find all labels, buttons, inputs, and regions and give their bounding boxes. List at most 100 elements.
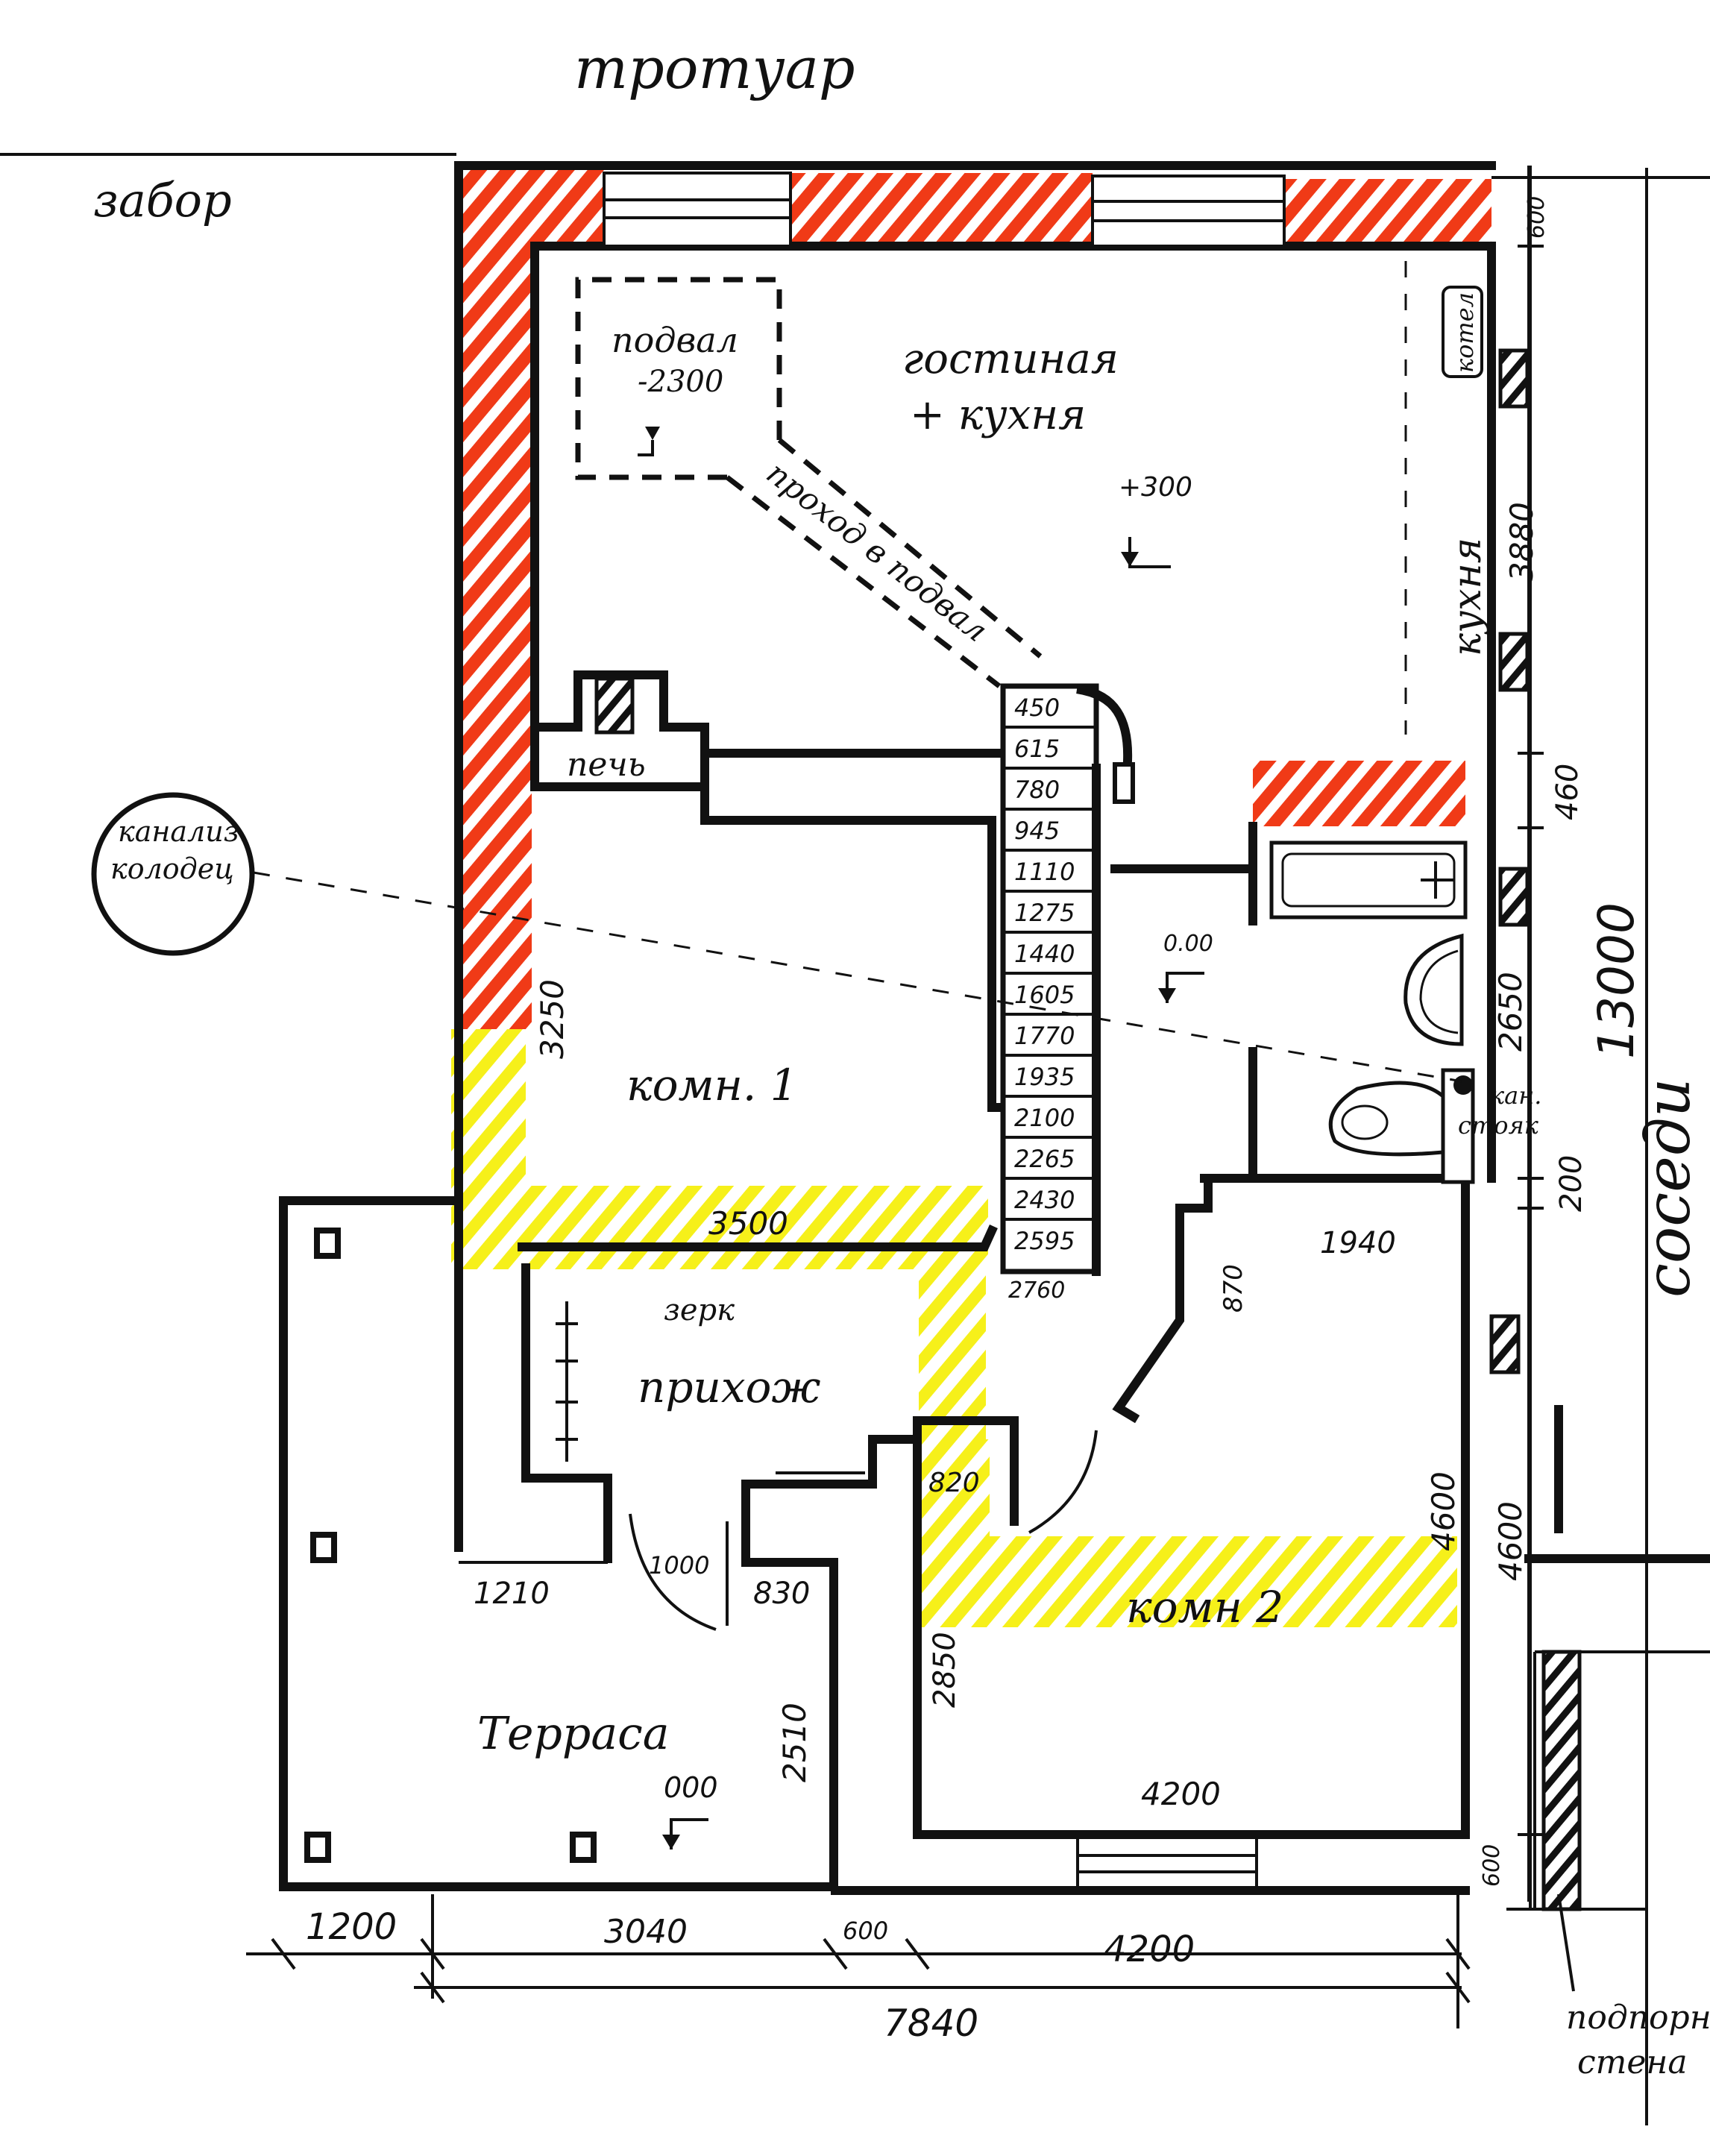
- cellar: [575, 277, 1043, 688]
- level-marker-icon: [1121, 537, 1171, 568]
- column-icon: [310, 1532, 337, 1563]
- dimension-lines: [246, 166, 1575, 2028]
- terrace-label: Терраса: [477, 1708, 670, 1760]
- level-living: +300: [1119, 472, 1192, 503]
- column-icon: [570, 1832, 597, 1863]
- stair-mark: 1110: [1014, 858, 1075, 886]
- boiler-label: котел: [1450, 292, 1479, 373]
- bathtub-icon: [1269, 840, 1468, 920]
- side-window-4: [1489, 1314, 1521, 1374]
- riser-label-2: стояк: [1458, 1111, 1539, 1140]
- dim-room2-side: 4600: [1492, 1501, 1529, 1581]
- retaining-label-2: стена: [1577, 2043, 1688, 2081]
- room2-label: комн 2: [1126, 1582, 1283, 1632]
- level-marker-icon: [1158, 972, 1204, 1003]
- stair-mark: 1605: [1014, 981, 1075, 1009]
- stair-mark: 2595: [1014, 1227, 1075, 1255]
- cellar-label: подвал: [612, 320, 738, 360]
- hall-label: прихож: [638, 1362, 820, 1412]
- level-marker-icon: [662, 1818, 708, 1849]
- stair-mark: 450: [1014, 694, 1060, 722]
- window-top-2: [1091, 175, 1286, 248]
- dim-overall-width: 7840: [884, 2002, 978, 2045]
- window-bottom: [1076, 1833, 1258, 1892]
- neighbors-label: соседи: [1633, 1078, 1704, 1298]
- level-terrace: 000: [664, 1771, 718, 1804]
- dim-room1-width: 3500: [708, 1205, 788, 1242]
- stair-mark: 2430: [1014, 1186, 1075, 1214]
- stair-mark: 945: [1014, 817, 1060, 845]
- dim-gap: 200: [1554, 1155, 1588, 1212]
- dim-bath: 2650: [1492, 972, 1529, 1052]
- stair-mark: 1440: [1014, 940, 1075, 968]
- dim-top-wall: 600: [1524, 196, 1550, 239]
- dim-terrace-right: 830: [753, 1577, 810, 1611]
- brick-wall-top-3: [1284, 179, 1491, 246]
- stove-label: печь: [567, 746, 646, 784]
- dim-terrace-left: 1210: [474, 1577, 550, 1611]
- dim-door-hall: 820: [928, 1468, 980, 1498]
- stair-mark: 780: [1014, 776, 1060, 804]
- window-top-1: [603, 172, 792, 248]
- planned-wall-hall-b: [919, 1439, 990, 1536]
- dim-bottom-wall: 600: [1479, 1844, 1505, 1887]
- living-label: гостиная: [902, 335, 1119, 383]
- column-icon: [304, 1832, 331, 1863]
- sewer-label-1: канализ.: [118, 815, 248, 848]
- dim-bottom-4: 4200: [1104, 1929, 1195, 1970]
- retaining-label-1: подпорн.: [1566, 1999, 1710, 2037]
- level-hall: 0.00: [1163, 931, 1213, 957]
- level-marker-icon: [638, 427, 660, 456]
- sewer-well: [91, 792, 255, 956]
- room1-label: комн. 1: [626, 1060, 798, 1110]
- side-windows: [1489, 348, 1530, 1374]
- boiler-icon: [1442, 286, 1483, 378]
- stair-marks: 450 615 780 945 1110 1275 1440 1605 1770…: [1003, 694, 1096, 1304]
- dim-partition: 460: [1550, 764, 1585, 820]
- side-window-1: [1498, 348, 1530, 409]
- riser-label-1: кан.: [1490, 1081, 1541, 1110]
- dim-bottom-1: 1200: [306, 1906, 397, 1948]
- dim-room2-inner: 4600: [1425, 1471, 1462, 1551]
- dim-room1-depth: 3250: [534, 979, 570, 1059]
- dim-door: 1000: [649, 1551, 709, 1580]
- mirror-label: зерк: [664, 1293, 735, 1327]
- stair-mark: 1935: [1014, 1063, 1075, 1091]
- dim-bottom-2: 3040: [604, 1913, 688, 1951]
- fence-label: забор: [93, 173, 232, 227]
- brick-wall-top-1: [459, 166, 604, 246]
- planned-wall-room2: [919, 1536, 1457, 1627]
- living-kitchen-label: + кухня: [910, 391, 1086, 439]
- side-window-3: [1498, 867, 1530, 927]
- brick-partition-bath: [1253, 761, 1465, 826]
- outer-wall-outline: [454, 161, 1496, 1552]
- stair-mark: 2265: [1014, 1145, 1075, 1173]
- dim-room2-width: 4200: [1141, 1776, 1221, 1812]
- outer-walls: [451, 161, 1530, 1902]
- level-markers: [638, 427, 1204, 1849]
- sewer-label-2: колодец: [110, 852, 234, 885]
- dim-stair-landing: 870: [1219, 1264, 1248, 1313]
- dim-bottom-3: 600: [843, 1917, 888, 1945]
- cellar-level: -2300: [638, 365, 723, 399]
- brick-wall-left: [459, 166, 532, 1031]
- sink-icon: [1403, 933, 1464, 1046]
- stair: [1000, 683, 1099, 1275]
- stair-mark: 2760: [1008, 1277, 1065, 1304]
- retaining-wall: [1541, 1650, 1582, 1911]
- stair-mark: 1275: [1014, 899, 1075, 927]
- side-window-2: [1498, 632, 1530, 692]
- stair-mark: 2100: [1014, 1104, 1075, 1132]
- sidewalk-label: тротуар: [574, 35, 855, 101]
- brick-wall-top-2: [790, 173, 1093, 246]
- dim-room2-lower: 2850: [928, 1632, 962, 1708]
- riser-icon: [1453, 1075, 1473, 1095]
- fixtures: [91, 286, 1483, 1863]
- kitchen-label: кухня: [1445, 538, 1490, 656]
- dimension-texts: 600 3880 460 2650 13000 200 4600 4600 60…: [306, 196, 1645, 2045]
- labels: тротуар забор соседи гостиная + кухня ку…: [93, 35, 1710, 2081]
- toilet-icon: [1328, 1068, 1475, 1184]
- column-icon: [314, 1228, 341, 1259]
- planned-wall-room1: [451, 1186, 988, 1269]
